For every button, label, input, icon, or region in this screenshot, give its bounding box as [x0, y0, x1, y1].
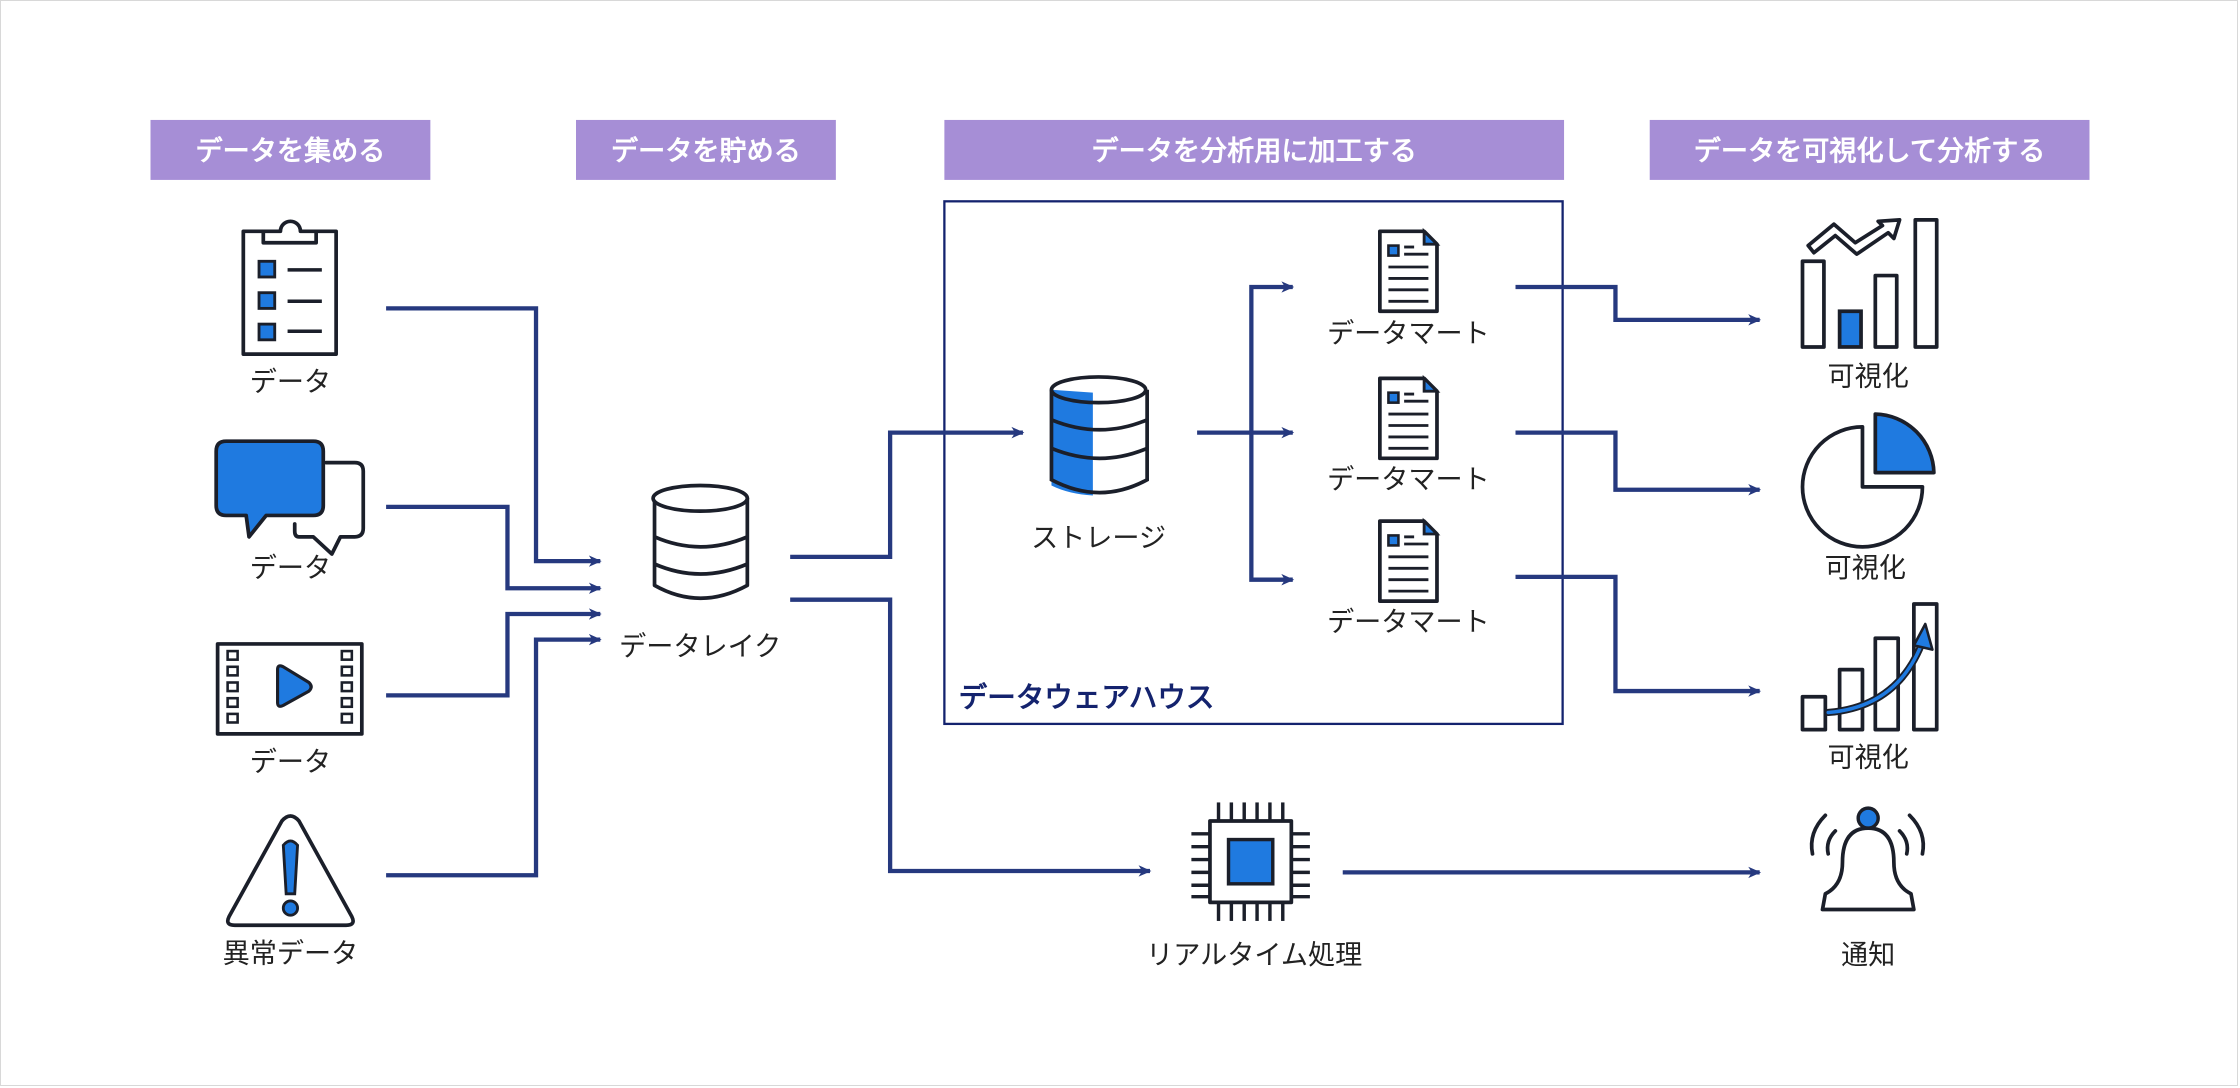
source-label: 異常データ	[223, 938, 359, 969]
output-label: 通知	[1841, 940, 1895, 971]
document-icon	[1378, 227, 1441, 314]
header-visualize: データを可視化して分析する	[1649, 119, 2090, 180]
growth-chart-icon	[1800, 602, 1939, 732]
connector-lake-realtime	[790, 597, 1152, 877]
output-label: 可視化	[1828, 743, 1909, 774]
document-icon	[1378, 517, 1441, 603]
data-warehouse-label: データウェアハウス	[959, 680, 1215, 714]
connector-storage-mart3	[1249, 432, 1295, 586]
source-label: データ	[250, 553, 331, 584]
output-label: 可視化	[1828, 362, 1909, 393]
source-label: データ	[250, 367, 331, 398]
header-collect: データを集める	[150, 119, 431, 180]
connector-mart2-output2	[1515, 430, 1762, 496]
data-lake-label: データレイク	[619, 631, 781, 662]
connector-mart1-output1	[1515, 284, 1762, 326]
source-item: データ	[214, 439, 366, 584]
header-store: データを貯める	[576, 119, 836, 180]
data-warehouse-box: データウェアハウス	[943, 200, 1564, 726]
connector-source4-lake	[386, 633, 602, 878]
source-label: データ	[250, 747, 331, 778]
output-item: 通知	[1809, 806, 1926, 971]
document-icon	[1378, 374, 1441, 461]
clipboard-icon	[241, 219, 338, 356]
connector-mart3-output3	[1515, 574, 1762, 697]
source-item: データ	[215, 642, 364, 778]
connector-storage-mart1	[1249, 281, 1295, 433]
output-label: 可視化	[1825, 553, 1906, 584]
source-item: 異常データ	[223, 814, 359, 969]
video-film-icon	[215, 642, 364, 736]
output-item: 可視化	[1800, 218, 1939, 393]
database-icon	[1049, 375, 1149, 496]
connector-source2-lake	[386, 504, 602, 594]
header-collect-label: データを集める	[196, 135, 386, 167]
data-mart-node: データマート	[1327, 227, 1490, 350]
header-store-label: データを貯める	[611, 135, 801, 167]
data-mart-node: データマート	[1327, 517, 1490, 638]
data-mart-label: データマート	[1327, 319, 1490, 350]
data-mart-node: データマート	[1327, 374, 1490, 495]
bell-icon	[1809, 806, 1926, 912]
pie-chart-icon	[1800, 412, 1936, 549]
output-item: 可視化	[1800, 412, 1936, 584]
storage-label: ストレージ	[1031, 523, 1166, 554]
bar-chart-trend-icon	[1800, 218, 1939, 349]
data-mart-label: データマート	[1327, 607, 1490, 638]
data-lake-icon	[651, 483, 750, 601]
connector-lake-storage	[790, 426, 1025, 559]
storage-node: ストレージ	[1031, 375, 1166, 554]
data-mart-label: データマート	[1327, 464, 1490, 495]
header-visualize-label: データを可視化して分析する	[1694, 135, 2046, 167]
header-process: データを分析用に加工する	[944, 119, 1565, 180]
data-lake-node: データレイク	[619, 483, 781, 662]
cpu-chip-icon	[1191, 802, 1310, 921]
source-item: データ	[241, 219, 338, 398]
warning-icon	[225, 814, 355, 928]
realtime-label: リアルタイム処理	[1146, 940, 1362, 971]
connectors	[386, 281, 1762, 879]
connector-source3-lake	[386, 608, 602, 698]
header-process-label: データを分析用に加工する	[1092, 135, 1417, 167]
realtime-node: リアルタイム処理	[1146, 802, 1362, 971]
chat-bubbles-icon	[214, 439, 366, 556]
output-item: 可視化	[1800, 602, 1939, 774]
connector-source1-lake	[386, 306, 602, 567]
